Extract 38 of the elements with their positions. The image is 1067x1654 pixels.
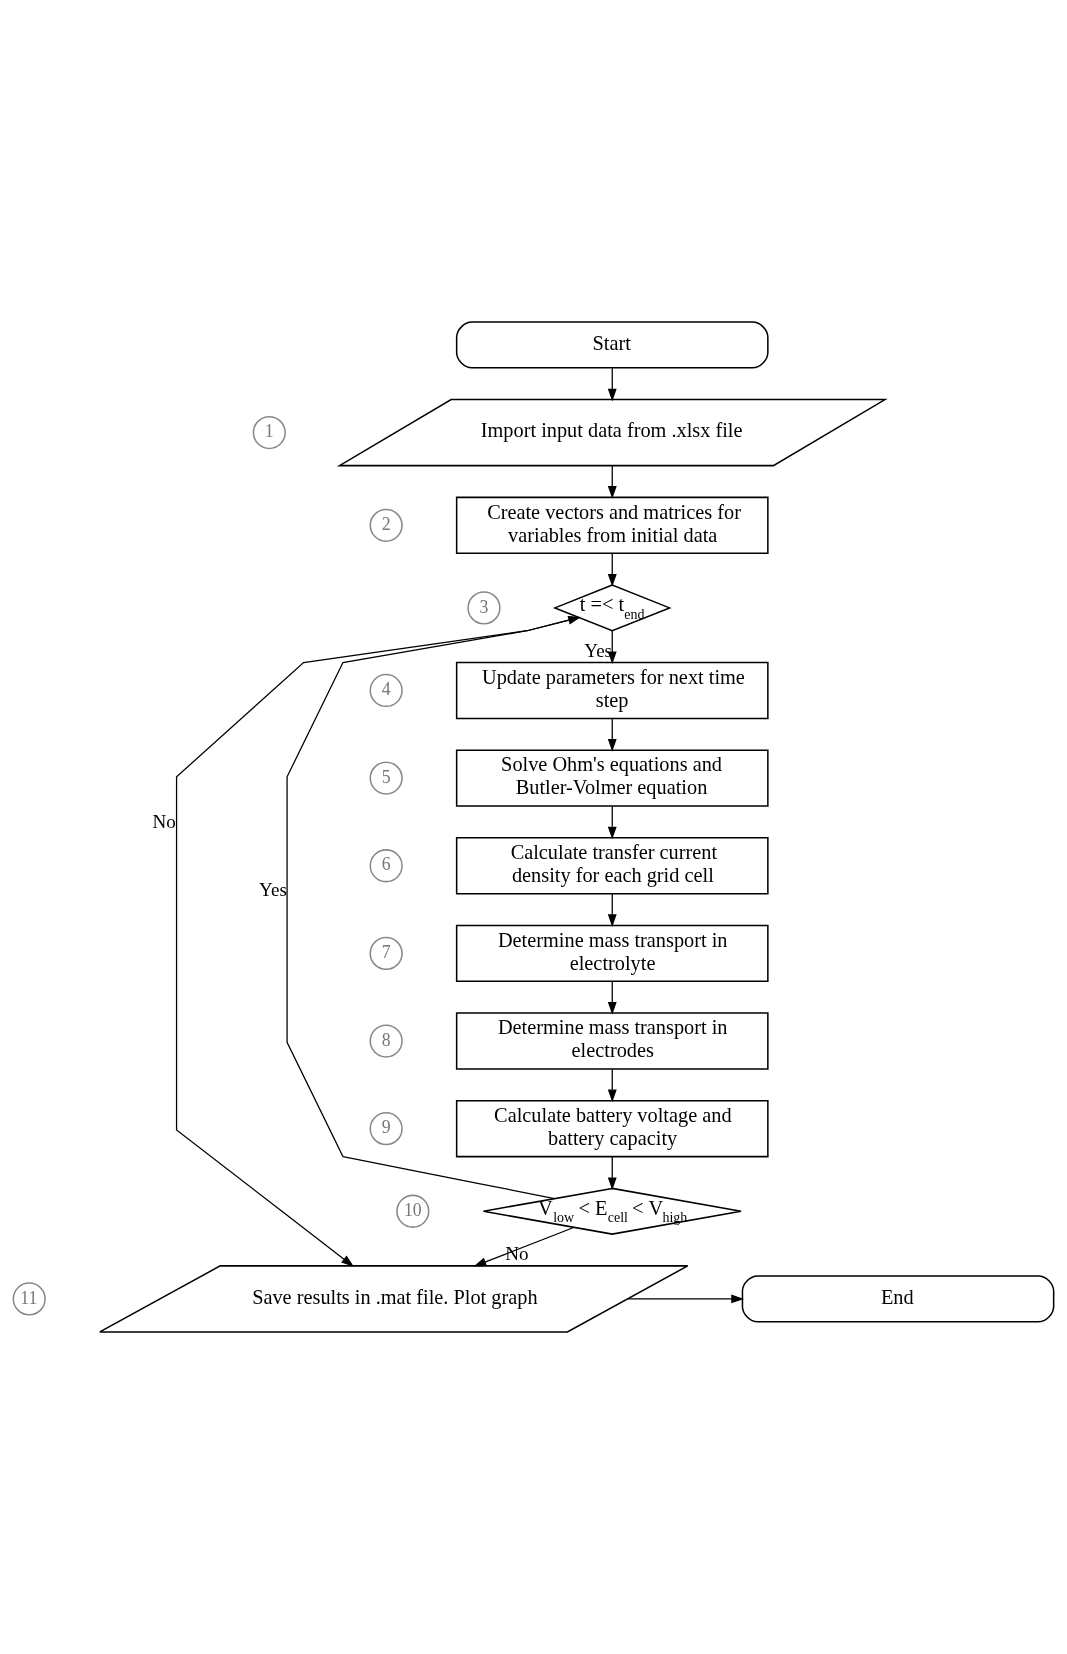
- edge-label: No: [152, 810, 176, 832]
- edge-label: No: [505, 1243, 529, 1265]
- node-box: Determine mass transport in electrolyte: [455, 924, 769, 983]
- node-box: Create vectors and matrices for variables from initial data: [455, 496, 769, 554]
- node-box: Calculate battery voltage and battery capacity: [455, 1100, 769, 1158]
- node-box: Calculate transfer current density for each grid cell: [455, 837, 769, 895]
- node-diamond: V$_{low}$ < E$_{cell}$ < V$_{high}$: [482, 1187, 742, 1235]
- arrow: [607, 718, 617, 752]
- arrow: [286, 615, 581, 1200]
- arrow: [607, 893, 617, 927]
- edge-label: Yes: [584, 639, 613, 661]
- node-label: 1: [264, 421, 274, 442]
- node-diamond: t =< t$_{end}$: [552, 584, 672, 632]
- node-label: 7: [381, 942, 391, 963]
- node-box: Update parameters for next time step: [455, 661, 769, 720]
- node-label: 3: [479, 596, 489, 617]
- arrow: [607, 1068, 617, 1103]
- node-label: 5: [381, 766, 391, 787]
- node-label: 11: [20, 1287, 38, 1308]
- node-box: Solve Ohm's equations and Butler-Volmer equation: [455, 749, 769, 807]
- node-box: Determine mass transport in electrodes: [455, 1012, 769, 1070]
- arrow: [473, 1226, 575, 1267]
- node-label: 9: [381, 1117, 391, 1138]
- node-label: 4: [381, 679, 391, 700]
- node-box: End: [741, 1275, 1055, 1323]
- node-label: 6: [381, 854, 391, 875]
- node-label: 10: [403, 1199, 422, 1220]
- arrow: [607, 980, 617, 1015]
- arrow: [607, 465, 617, 499]
- arrow: [627, 1294, 744, 1304]
- arrow: [607, 805, 617, 840]
- arrow: [607, 367, 617, 402]
- arrow: [175, 616, 580, 1267]
- node-label: 2: [381, 514, 391, 535]
- node-box: Start: [455, 321, 769, 369]
- arrow: [607, 1156, 617, 1191]
- arrow: [607, 553, 617, 587]
- node-label: 8: [381, 1029, 391, 1050]
